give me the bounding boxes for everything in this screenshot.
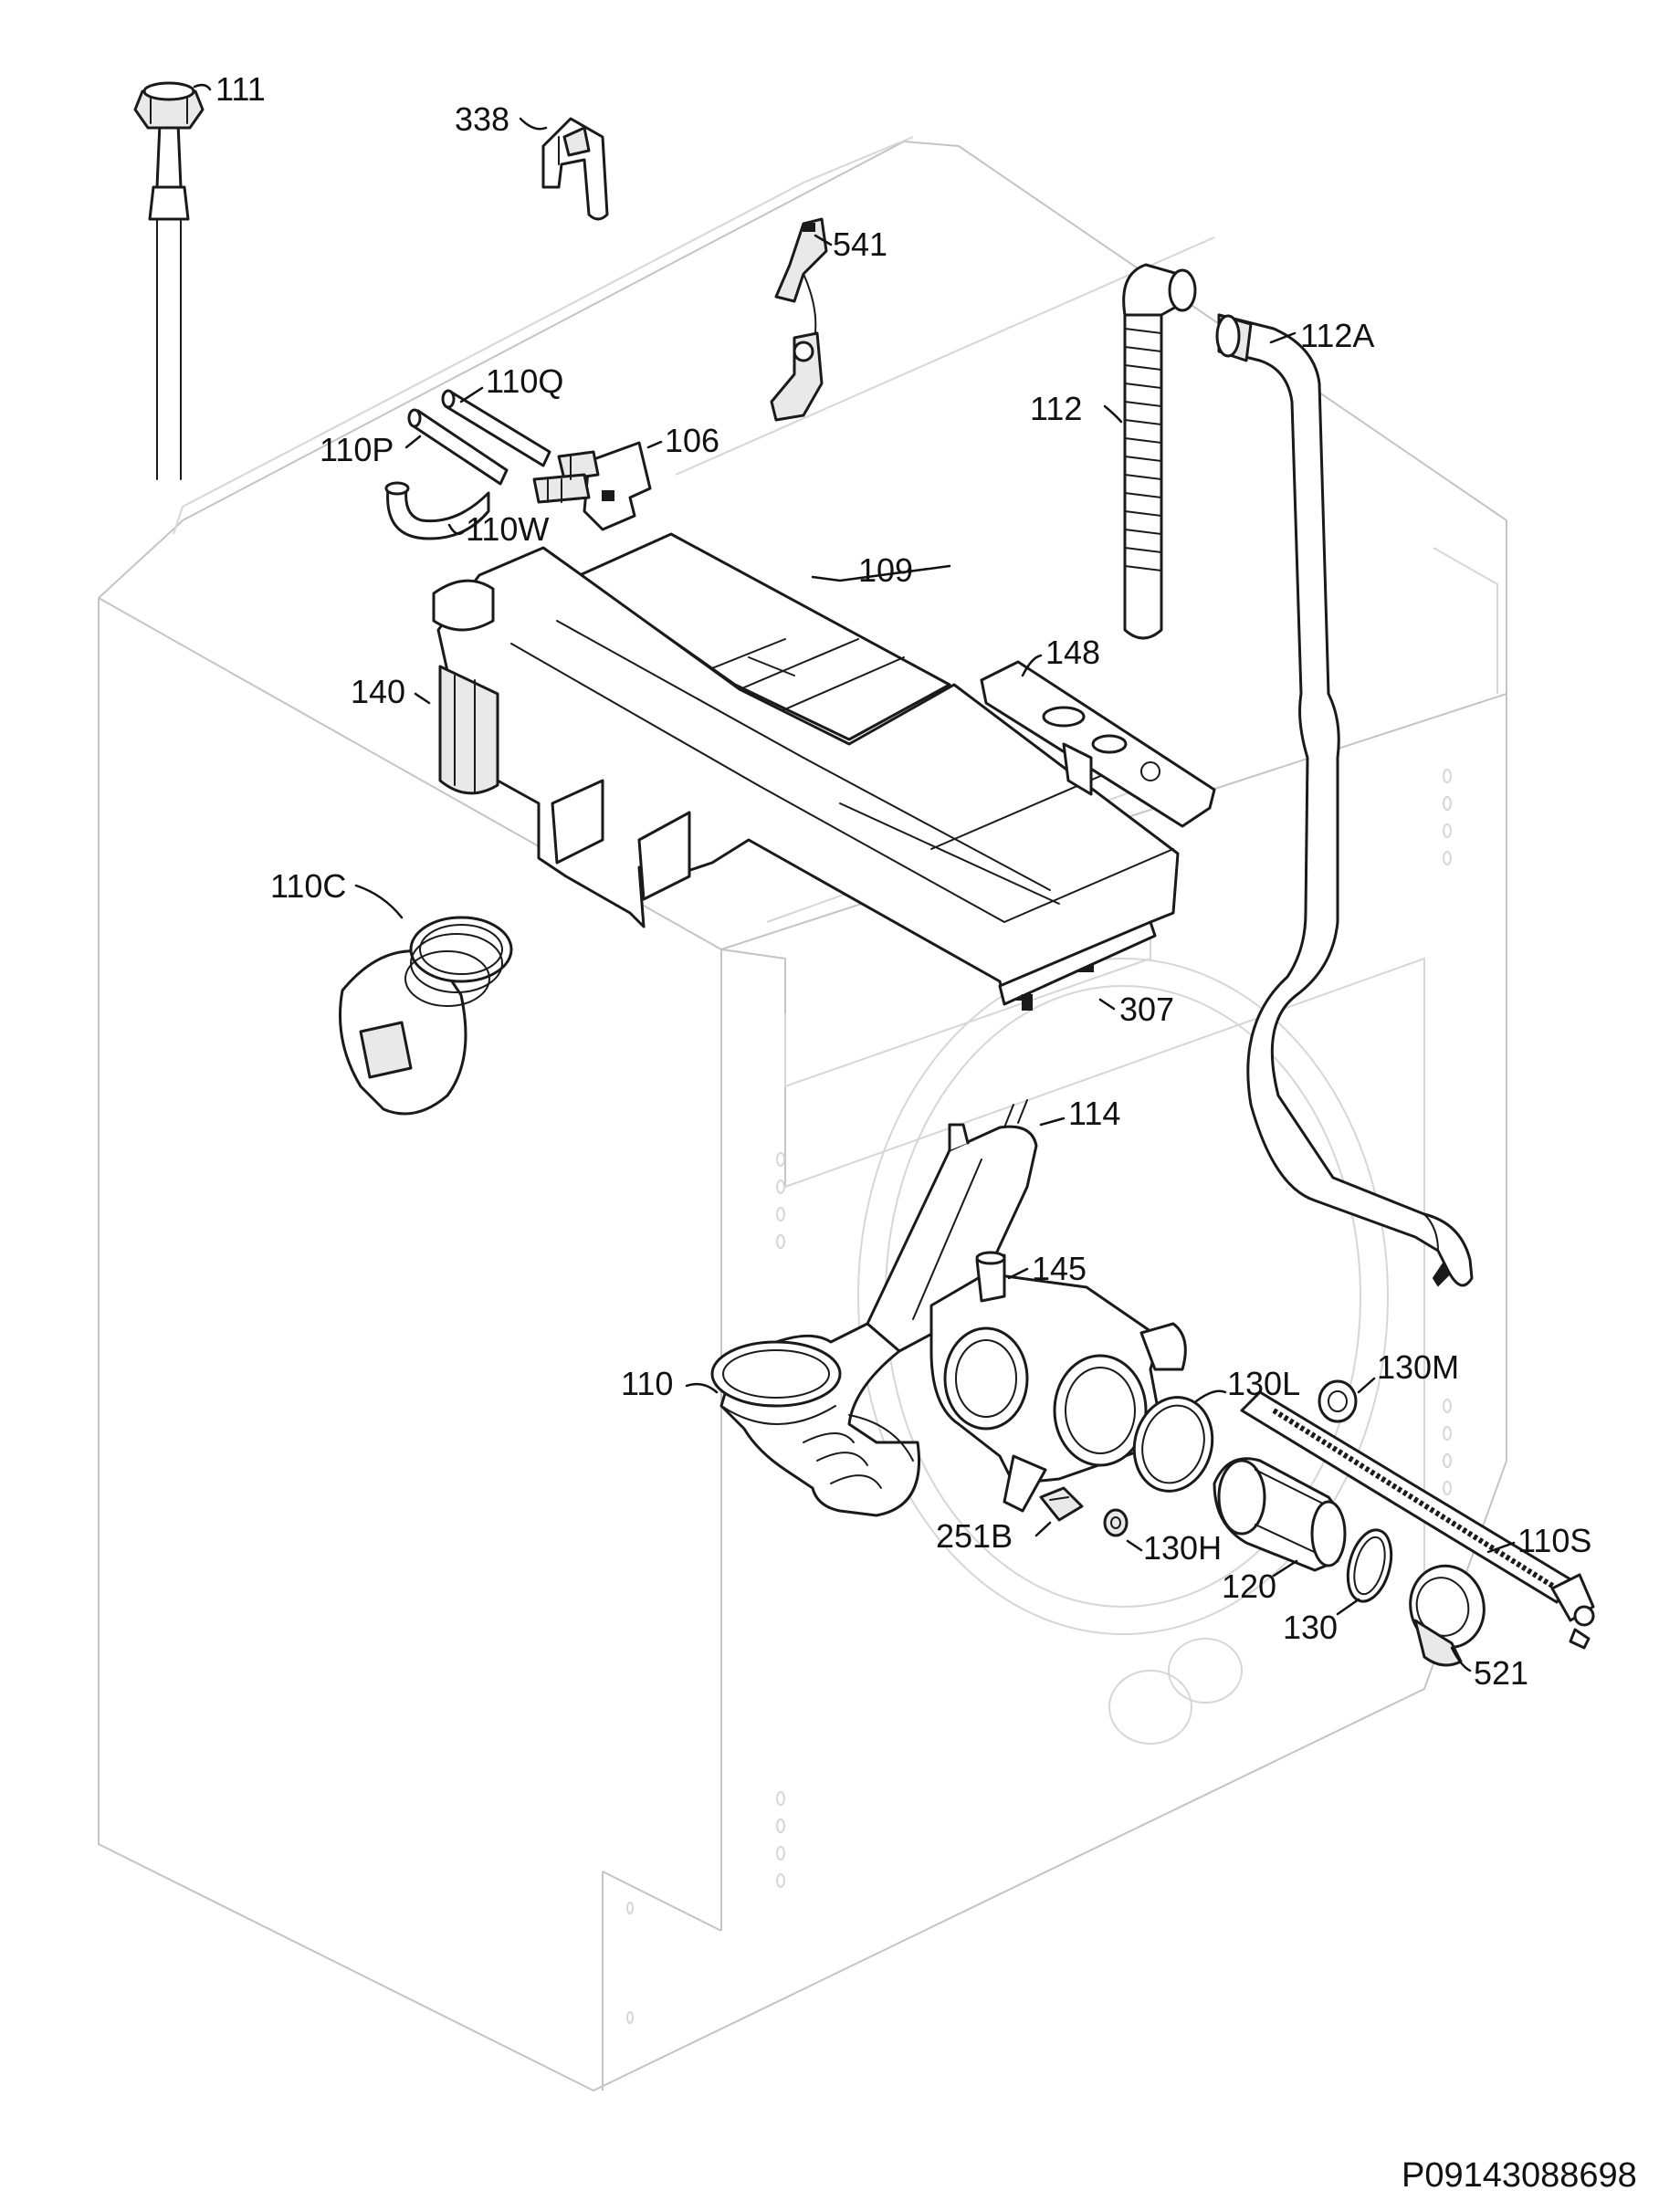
part-130M-seal	[1318, 1379, 1358, 1423]
part-251B-clip	[1039, 1486, 1084, 1522]
part-114-hose	[866, 1099, 1038, 1353]
callout-130H: 130H	[1143, 1529, 1222, 1567]
callout-112: 112	[1030, 390, 1082, 427]
washer-cabinet	[98, 136, 1507, 2091]
callout-140: 140	[351, 673, 405, 710]
part-111-inlet-hose	[133, 81, 205, 480]
callout-106: 106	[665, 422, 719, 459]
part-110S-emergency-drain-hose	[1240, 1390, 1595, 1650]
callout-110Q: 110Q	[486, 362, 563, 400]
corrugation-lines	[1124, 328, 1162, 571]
part-130L-gasket	[1132, 1396, 1214, 1493]
callout-110S: 110S	[1517, 1522, 1591, 1559]
callout-109: 109	[858, 551, 913, 589]
part-120-filter	[1213, 1457, 1347, 1572]
part-110P-tube	[407, 408, 509, 486]
callout-521: 521	[1474, 1654, 1528, 1692]
callout-130L: 130L	[1227, 1365, 1300, 1402]
part-112A-outlet-hose	[1215, 313, 1474, 1287]
part-338-hose-clip	[541, 117, 609, 221]
callout-110: 110	[621, 1365, 673, 1402]
part-130H-seal	[1103, 1508, 1129, 1537]
callout-120: 120	[1222, 1567, 1276, 1605]
part-106-inlet-valve	[532, 441, 652, 531]
callout-130: 130	[1283, 1609, 1338, 1646]
callout-leaders	[193, 83, 1516, 1672]
part-110W-hose	[384, 481, 490, 540]
part-307-rail	[998, 920, 1157, 1011]
callout-130M: 130M	[1377, 1348, 1459, 1386]
part-521-filter-cap	[1409, 1564, 1486, 1667]
callout-541: 541	[833, 225, 887, 263]
part-541-cable-clip	[770, 217, 828, 422]
callout-145: 145	[1032, 1250, 1087, 1287]
part-130-o-ring	[1346, 1528, 1393, 1603]
part-148-dispenser-handle	[980, 660, 1216, 828]
callout-110W: 110W	[466, 510, 549, 548]
callout-labels: 111 338 541 112A 112 110Q 110P 106 110W …	[215, 70, 1637, 2191]
callout-112A: 112A	[1300, 317, 1374, 354]
drawing-code: P09143088698	[1402, 2156, 1637, 2191]
part-110C-bellow	[339, 916, 513, 1116]
cabinet-holes	[626, 769, 1452, 2024]
callout-307: 307	[1119, 991, 1174, 1028]
part-110Q-tube	[441, 389, 551, 467]
callout-110P: 110P	[320, 431, 394, 468]
callout-114: 114	[1068, 1095, 1120, 1132]
callout-111: 111	[215, 70, 266, 108]
callout-110C: 110C	[270, 867, 346, 905]
callout-251B: 251B	[936, 1517, 1013, 1555]
part-112-drain-hose	[1122, 263, 1197, 640]
part-140-dispenser-body	[432, 546, 1180, 1001]
callout-338: 338	[455, 100, 509, 138]
callout-148: 148	[1045, 634, 1100, 671]
part-145-pump-housing	[929, 1251, 1187, 1513]
part-110-sump-hose	[710, 1322, 920, 1517]
